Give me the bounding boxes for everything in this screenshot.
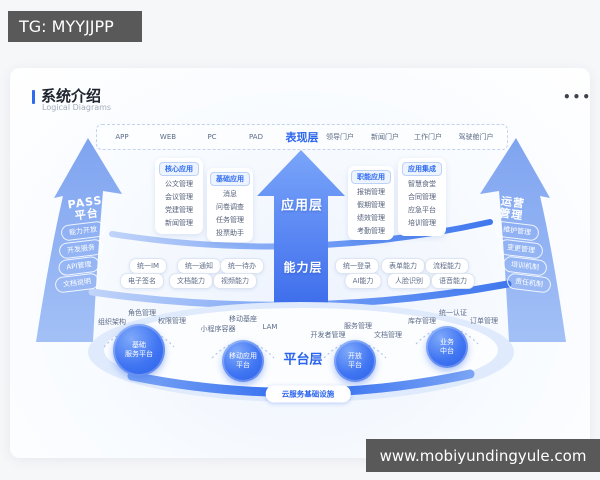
app-column-header: 职能应用 xyxy=(351,170,391,184)
right-arrow-pill: 责任机制 xyxy=(506,272,552,294)
left-arrow-title: PASS 平台 xyxy=(61,194,112,224)
right-arrow-title: 运营 管理 xyxy=(487,194,538,224)
platform-name-line2: 平台 xyxy=(348,361,362,369)
capability-layer-label: 能力层 xyxy=(283,260,323,275)
platform-name-line1: 业务 xyxy=(440,338,454,346)
app-item: 智慧食堂 xyxy=(408,180,436,188)
app-item: 公文管理 xyxy=(165,180,193,188)
center-arrow-shape xyxy=(257,150,345,330)
presentation-item: PC xyxy=(207,133,217,141)
platform-circle-mobile-app: 移动应用 平台 xyxy=(222,340,264,382)
title-accent-bar xyxy=(32,90,35,104)
app-item: 培训管理 xyxy=(408,219,436,227)
capability-pill: 电子签名 xyxy=(120,273,164,289)
platform-tag: LAM xyxy=(262,323,278,331)
app-column-header: 应用集成 xyxy=(402,162,442,176)
app-column-functional: 职能应用 报销管理 假期管理 绩效管理 考勤管理 xyxy=(348,166,394,240)
presentation-layer-box xyxy=(96,124,508,150)
app-item: 党建管理 xyxy=(165,206,193,214)
app-item: 新闻管理 xyxy=(165,219,193,227)
right-arrow-pill: 培训机制 xyxy=(502,255,548,277)
left-arrow-pill: 文档说明 xyxy=(54,272,100,294)
platform-tag: 角色管理 xyxy=(128,309,156,317)
app-item: 消息 xyxy=(223,190,237,198)
left-arrow-shape xyxy=(36,138,122,342)
url-banner: www.mobiyundingyule.com xyxy=(366,439,600,472)
app-item: 合同管理 xyxy=(408,193,436,201)
capability-pill: 统一登录 xyxy=(335,258,379,274)
app-item: 假期管理 xyxy=(357,201,385,209)
page-title: 系统介绍 xyxy=(41,87,102,105)
platform-name-line2: 中台 xyxy=(440,347,454,355)
application-layer-label: 应用层 xyxy=(280,198,324,214)
capability-pill: 统一IM xyxy=(128,258,168,274)
capability-pill: 语音能力 xyxy=(431,273,475,289)
right-arrow-shape xyxy=(480,138,566,342)
right-arrow-pill: 变更管理 xyxy=(498,238,544,260)
platform-circle-open-platform: 开放 平台 xyxy=(334,340,376,382)
platform-tag: 统一认证 xyxy=(439,309,467,317)
capability-pill: 文档能力 xyxy=(169,273,213,289)
presentation-item: APP xyxy=(115,133,129,141)
page-subtitle: Logical Diagrams xyxy=(42,103,112,112)
app-item: 应急平台 xyxy=(408,206,436,214)
capability-pill: 统一待办 xyxy=(220,258,264,274)
platform-tag: 服务管理 xyxy=(344,322,372,330)
infrastructure-label: 云服务基础设施 xyxy=(265,385,351,403)
app-item: 绩效管理 xyxy=(357,214,385,222)
app-item: 问卷调查 xyxy=(216,203,244,211)
presentation-item: 工作门户 xyxy=(414,133,442,141)
app-item: 任务管理 xyxy=(216,216,244,224)
platform-tag: 权限管理 xyxy=(158,317,186,325)
app-column-basic: 基础应用 消息 问卷调查 任务管理 投票助手 xyxy=(207,168,253,242)
more-menu-icon[interactable]: ••• xyxy=(563,90,593,104)
presentation-item: 驾驶舱门户 xyxy=(458,133,494,141)
platform-tag: 小程序容器 xyxy=(200,325,236,333)
app-column-header: 基础应用 xyxy=(210,172,250,186)
app-column-header: 核心应用 xyxy=(159,162,199,176)
platform-tag: 文档管理 xyxy=(374,331,402,339)
app-item: 报销管理 xyxy=(357,188,385,196)
capability-pill: 统一通知 xyxy=(177,258,221,274)
platform-name-line1: 开放 xyxy=(348,352,362,360)
app-column-integration: 应用集成 智慧食堂 合同管理 应急平台 培训管理 xyxy=(398,158,446,236)
platform-name-line2: 服务平台 xyxy=(125,350,153,358)
app-item: 考勤管理 xyxy=(357,227,385,235)
platform-tag: 组织架构 xyxy=(98,318,126,326)
platform-circle-business-middle: 业务 中台 xyxy=(426,326,468,368)
platform-tag: 开发者管理 xyxy=(310,331,346,339)
platform-name-line2: 平台 xyxy=(236,361,250,369)
presentation-layer-label: 表现层 xyxy=(285,131,319,144)
capability-pill: 表单能力 xyxy=(381,258,425,274)
tg-banner: TG: MYYJJPP xyxy=(8,11,142,42)
presentation-item: 领导门户 xyxy=(326,133,354,141)
left-arrow-pill: 开发服务 xyxy=(58,238,104,260)
platform-tag: 订单管理 xyxy=(470,317,498,325)
presentation-item: WEB xyxy=(159,133,177,141)
platform-ring-inner xyxy=(104,308,498,392)
capability-pill: 人脸识别 xyxy=(387,273,431,289)
platform-name-line1: 基础 xyxy=(132,341,146,349)
platform-name-line1: 移动应用 xyxy=(229,352,257,360)
presentation-item: PAD xyxy=(249,133,263,141)
platform-circle-base-service: 基础 服务平台 xyxy=(113,324,165,376)
capability-pill: 视频能力 xyxy=(213,273,257,289)
app-column-core: 核心应用 公文管理 会议管理 党建管理 新闻管理 xyxy=(155,158,203,234)
capability-pill: 流程能力 xyxy=(425,258,469,274)
platform-layer-label: 平台层 xyxy=(283,352,323,368)
app-item: 投票助手 xyxy=(216,229,244,237)
capability-pill: AI能力 xyxy=(344,273,382,289)
presentation-item: 新闻门户 xyxy=(371,133,399,141)
app-item: 会议管理 xyxy=(165,193,193,201)
platform-tag: 移动基座 xyxy=(229,315,257,323)
platform-tag: 库存管理 xyxy=(408,317,436,325)
